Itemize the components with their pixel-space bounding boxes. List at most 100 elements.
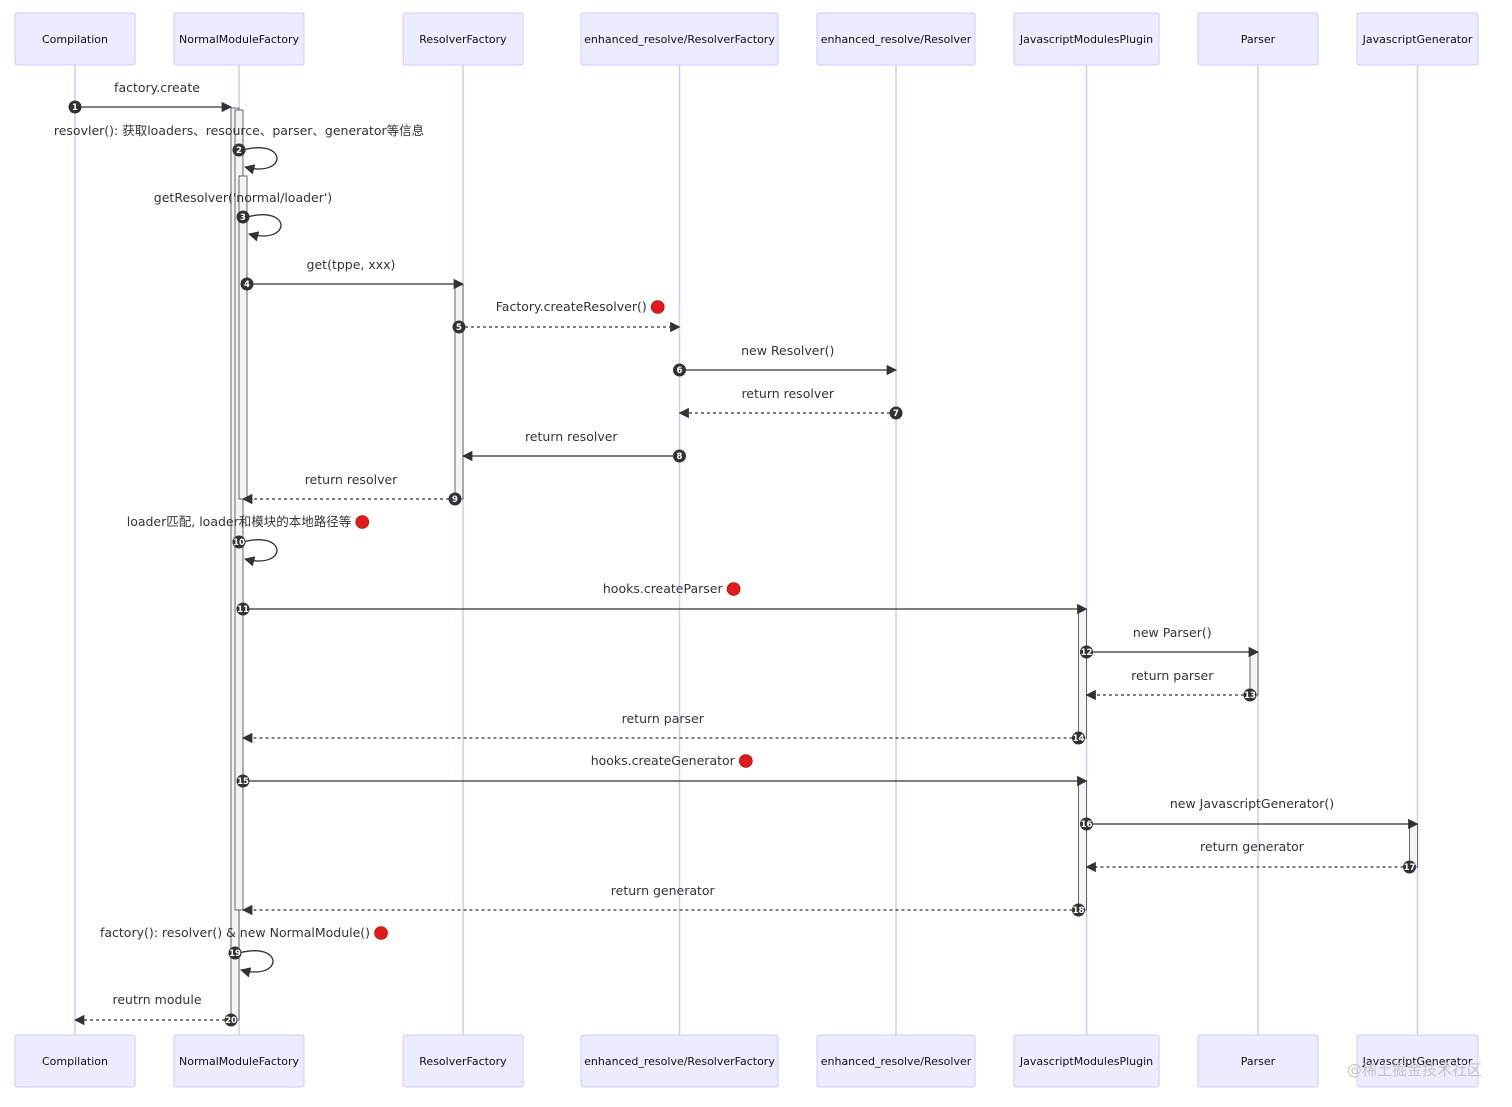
red-marker-icon <box>650 300 665 314</box>
sequence-number: 11 <box>237 605 249 615</box>
activation-jsmodulesplugin-generator <box>1078 780 1087 911</box>
message-arrow <box>238 950 274 978</box>
participant-label: ResolverFactory <box>419 1055 507 1068</box>
sequence-number-badge <box>232 535 246 549</box>
participant-box <box>402 12 524 66</box>
message-label: new Resolver() <box>741 343 834 358</box>
message-label: factory.create <box>114 80 200 95</box>
participant-label: NormalModuleFactory <box>179 33 299 46</box>
sequence-number-badge <box>236 210 250 224</box>
message-19: factory(): resolver() & new NormalModule… <box>100 925 388 978</box>
participant-box <box>816 1034 976 1088</box>
sequence-number: 19 <box>229 949 241 959</box>
participant-label: enhanced_resolve/Resolver <box>821 33 972 46</box>
participant-label: NormalModuleFactory <box>179 1055 299 1068</box>
message-13: return parser 13 <box>1085 668 1257 702</box>
message-3: getResolver('normal/loader')3 <box>154 190 332 242</box>
red-marker-icon <box>739 754 753 768</box>
participant-err-top: enhanced_resolve/ResolverFactory <box>580 12 779 66</box>
message-label: return resolver <box>741 386 834 401</box>
sequence-number: 9 <box>452 495 458 505</box>
message-label: factory(): resolver() & new NormalModule… <box>100 925 370 940</box>
sequence-number: 20 <box>225 1016 237 1026</box>
message-label: return parser <box>1131 668 1214 683</box>
sequence-number: 2 <box>236 146 242 156</box>
participant-er-bottom: enhanced_resolve/Resolver <box>816 1034 976 1088</box>
sequence-number-badge <box>240 277 254 291</box>
sequence-number-badge <box>232 143 246 157</box>
messages: factory.create 1 resovler(): 获取loaders、res… <box>54 80 1419 1027</box>
participant-label: JavascriptGenerator <box>1362 33 1473 46</box>
sequence-number-badge <box>1072 903 1085 917</box>
sequence-number-badge <box>1080 645 1093 659</box>
sequence-number: 18 <box>1073 906 1085 916</box>
activation-jsmodulesplugin-parser <box>1078 608 1087 739</box>
sequence-number-badge <box>236 774 250 788</box>
activation-nmf-level2 <box>238 175 248 500</box>
sequence-number-badge <box>673 449 686 463</box>
participant-label: ResolverFactory <box>419 33 507 46</box>
sequence-number-badge <box>889 406 903 420</box>
sequence-number: 14 <box>1073 734 1085 744</box>
message-7: return resolver 7 <box>678 386 903 420</box>
sequence-number: 5 <box>456 323 462 333</box>
sequence-number: 17 <box>1404 863 1416 873</box>
participant-box <box>173 1034 305 1088</box>
sequence-number: 13 <box>1244 691 1256 701</box>
participant-rf-top: ResolverFactory <box>402 12 524 66</box>
red-marker-icon <box>726 582 741 596</box>
sequence-number-badge <box>236 602 250 616</box>
participant-er-top: enhanced_resolve/Resolver <box>816 12 976 66</box>
sequence-number: 16 <box>1081 820 1093 830</box>
participant-compilation-bottom: Compilation <box>14 1034 136 1088</box>
participant-jmp-bottom: JavascriptModulesPlugin <box>1013 1034 1160 1088</box>
sequence-number: 15 <box>237 777 249 787</box>
message-20: reutrn module 20 <box>73 992 238 1027</box>
participant-box <box>816 12 976 66</box>
message-arrow <box>246 214 282 242</box>
message-label: reutrn module <box>112 992 201 1007</box>
participant-box <box>580 1034 779 1088</box>
participant-compilation-top: Compilation <box>14 12 136 66</box>
message-1: factory.create 1 <box>68 80 233 114</box>
sequence-number-badge <box>228 946 242 960</box>
message-label: loader匹配, loader和模块的本地路径等 <box>127 514 352 529</box>
participant-nmf-top: NormalModuleFactory <box>173 12 305 66</box>
participant-box <box>14 12 136 66</box>
sequence-number: 1 <box>72 103 78 113</box>
participant-box <box>580 12 779 66</box>
red-marker-icon <box>374 926 388 940</box>
sequence-number-badge <box>448 492 462 506</box>
message-9: return resolver 9 <box>241 472 462 506</box>
message-5: Factory.createResolver()5 <box>452 299 681 334</box>
participant-label: JavascriptModulesPlugin <box>1019 33 1153 46</box>
sequence-number-badge <box>68 100 82 114</box>
message-6: new Resolver()6 <box>673 343 898 377</box>
participant-label: Parser <box>1241 33 1276 46</box>
message-label: new Parser() <box>1133 625 1212 640</box>
sequence-number-badge <box>224 1013 238 1027</box>
participant-parser-bottom: Parser <box>1197 1034 1319 1088</box>
participant-box <box>173 12 305 66</box>
participant-label: JavascriptGenerator <box>1362 1055 1473 1068</box>
participant-label: enhanced_resolve/Resolver <box>821 1055 972 1068</box>
participant-label: JavascriptModulesPlugin <box>1019 1055 1153 1068</box>
participant-nmf-bottom: NormalModuleFactory <box>173 1034 305 1088</box>
sequence-number: 12 <box>1081 648 1093 658</box>
message-label: hooks.createGenerator <box>591 753 736 768</box>
sequence-number: 7 <box>893 409 899 419</box>
participant-box <box>1356 1034 1479 1088</box>
sequence-number: 8 <box>677 452 683 462</box>
participant-label: enhanced_resolve/ResolverFactory <box>584 1055 775 1068</box>
message-2: resovler(): 获取loaders、resource、parser、ge… <box>54 123 424 175</box>
participant-err-bottom: enhanced_resolve/ResolverFactory <box>580 1034 779 1088</box>
participant-label: Parser <box>1241 1055 1276 1068</box>
participant-jmp-top: JavascriptModulesPlugin <box>1013 12 1160 66</box>
message-label: return resolver <box>305 472 398 487</box>
participant-label: Compilation <box>42 33 108 46</box>
message-15: hooks.createGenerator 15 <box>236 753 1088 788</box>
sequence-number-badge <box>673 363 686 377</box>
